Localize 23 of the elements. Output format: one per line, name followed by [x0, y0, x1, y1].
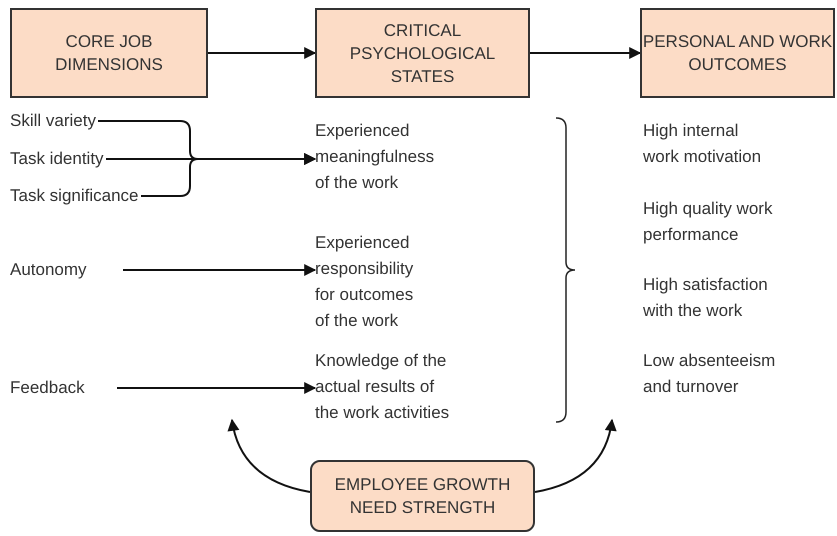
text-label: Autonomy — [10, 257, 113, 283]
arrow — [530, 47, 642, 59]
arrow — [534, 418, 616, 493]
arrow — [208, 47, 316, 59]
rounded-box: EMPLOYEE GROWTH NEED STRENGTH — [310, 460, 535, 532]
text-label: Experienced meaningfulness of the work — [315, 118, 450, 198]
text-label: Skill variety — [10, 108, 96, 134]
text-label: High internal work motivation — [643, 118, 771, 172]
text-label: Knowledge of the actual results of the work activities — [315, 348, 455, 428]
heading-box: CORE JOB DIMENSIONS — [10, 8, 208, 98]
text-label: Task identity — [10, 146, 104, 172]
text-label: Task significance — [10, 183, 139, 209]
text-label: Experienced responsibility for outcomes of the work — [315, 230, 427, 336]
arrow — [123, 264, 316, 276]
heading-box: CRITICAL PSYCHOLOGICAL STATES — [315, 8, 530, 98]
text-label: Feedback — [10, 375, 107, 401]
text-label: Low absenteeism and turnover — [643, 348, 778, 402]
text-label: High quality work performance — [643, 196, 779, 250]
heading-box: PERSONAL AND WORK OUTCOMES — [640, 8, 835, 98]
text-label: High satisfaction with the work — [643, 272, 773, 326]
arrow — [141, 153, 316, 197]
arrow — [228, 418, 310, 493]
arrow — [117, 382, 316, 394]
